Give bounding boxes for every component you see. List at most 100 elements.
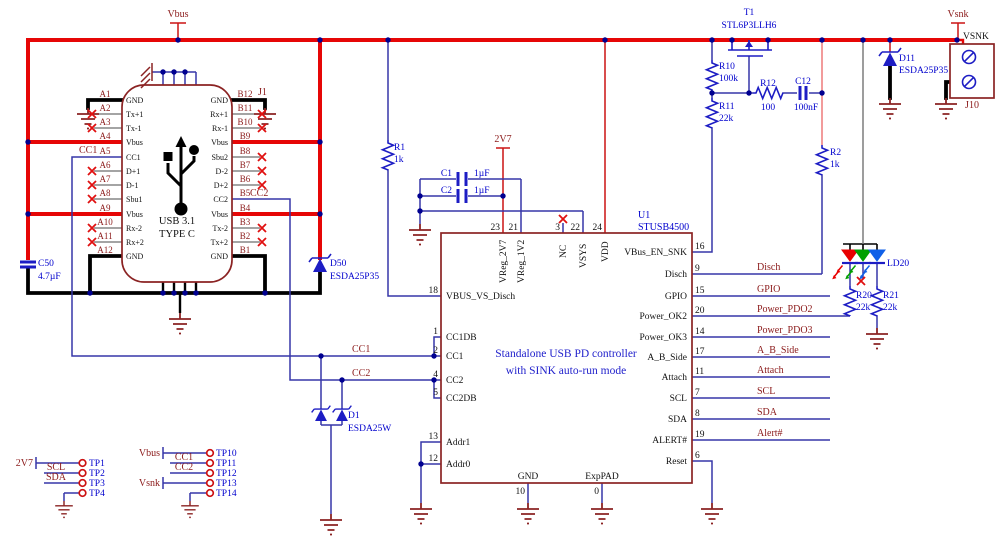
ic-description-2: with SINK auto-run mode [506, 365, 626, 377]
resistor-r11 [705, 97, 719, 129]
ic-stusb4500 [440, 232, 693, 484]
svg-text:Vbus: Vbus [211, 210, 228, 219]
svg-text:22k: 22k [719, 114, 734, 124]
svg-text:C1: C1 [441, 169, 452, 179]
power-flag-vsnk: Vsnk [947, 9, 968, 20]
svg-text:GND: GND [518, 472, 539, 482]
svg-text:TP13: TP13 [216, 479, 237, 489]
svg-text:17: 17 [695, 347, 705, 357]
svg-text:C50: C50 [38, 259, 54, 269]
svg-text:R21: R21 [883, 291, 899, 301]
svg-text:13: 13 [429, 432, 439, 442]
svg-text:9: 9 [695, 264, 700, 274]
svg-text:Rx+1: Rx+1 [210, 110, 228, 119]
connector-b-pin-names: GND Rx+1 Rx-1 Vbus Sbu2 D-2 D+2 CC2 Vbus… [210, 96, 228, 261]
svg-text:14: 14 [695, 327, 705, 337]
svg-text:R20: R20 [856, 291, 872, 301]
svg-text:Power_OK3: Power_OK3 [640, 333, 688, 343]
svg-text:B4: B4 [240, 203, 251, 213]
svg-text:22: 22 [571, 223, 581, 233]
svg-text:GND: GND [126, 96, 144, 105]
svg-text:A2: A2 [100, 103, 111, 113]
svg-text:Rx-2: Rx-2 [126, 224, 142, 233]
svg-text:CC2: CC2 [213, 195, 228, 204]
svg-text:Disch: Disch [665, 270, 687, 280]
ic-top-pins: 23 21 3 22 24 VReg_2V7 VReg_1V2 NC VSYS … [491, 223, 612, 283]
svg-text:LD20: LD20 [887, 259, 909, 269]
svg-text:A1: A1 [100, 89, 111, 99]
svg-text:T1: T1 [744, 8, 755, 18]
svg-text:SDA: SDA [757, 407, 778, 418]
svg-text:22k: 22k [883, 303, 898, 313]
svg-text:TP3: TP3 [89, 479, 105, 489]
svg-text:STL6P3LLH6: STL6P3LLH6 [722, 21, 777, 31]
ic-part-number: STUSB4500 [638, 222, 689, 233]
svg-text:R11: R11 [719, 102, 735, 112]
connector-designator: J1 [258, 87, 267, 98]
svg-text:B10: B10 [237, 117, 253, 127]
svg-text:GND: GND [211, 96, 229, 105]
power-flag-2v7: 2V7 [494, 134, 511, 145]
svg-text:Disch: Disch [757, 262, 780, 273]
svg-text:B6: B6 [240, 174, 251, 184]
svg-text:TP10: TP10 [216, 449, 237, 459]
usb-trident-icon [163, 136, 199, 216]
power-flag-vbus: Vbus [167, 9, 188, 20]
svg-text:CC1: CC1 [126, 153, 141, 162]
svg-text:Addr1: Addr1 [446, 438, 471, 448]
svg-text:NC: NC [559, 245, 569, 258]
svg-text:20: 20 [695, 306, 705, 316]
svg-text:GND: GND [211, 252, 229, 261]
svg-text:1µF: 1µF [474, 169, 490, 179]
svg-text:B11: B11 [238, 103, 253, 113]
svg-text:TP12: TP12 [216, 469, 237, 479]
usb-c-connector [121, 63, 233, 283]
svg-text:Vsnk: Vsnk [139, 478, 160, 489]
svg-text:D+1: D+1 [126, 167, 140, 176]
svg-text:SDA: SDA [46, 472, 67, 483]
svg-text:8: 8 [695, 409, 700, 419]
svg-text:VDD: VDD [601, 241, 611, 262]
svg-text:16: 16 [695, 242, 705, 252]
svg-text:6: 6 [695, 451, 700, 461]
svg-text:ExpPAD: ExpPAD [585, 472, 619, 482]
resistor-r20 [843, 285, 857, 317]
svg-text:ALERT#: ALERT# [652, 436, 687, 446]
resistor-r2 [815, 144, 829, 176]
svg-text:Attach: Attach [757, 365, 784, 376]
svg-text:B12: B12 [237, 89, 252, 99]
svg-text:TP11: TP11 [216, 459, 236, 469]
svg-text:CC1: CC1 [446, 352, 464, 362]
svg-text:A_B_Side: A_B_Side [647, 353, 687, 363]
ic-description-1: Standalone USB PD controller [495, 348, 637, 360]
ic-designator: U1 [638, 210, 650, 221]
svg-text:Sbu1: Sbu1 [126, 195, 142, 204]
svg-text:CC2: CC2 [446, 376, 464, 386]
svg-text:Addr0: Addr0 [446, 460, 471, 470]
svg-text:GPIO: GPIO [757, 284, 780, 295]
svg-text:VReg_2V7: VReg_2V7 [499, 239, 509, 283]
component-symbols [20, 40, 995, 498]
shield-ground-icon [140, 63, 153, 89]
svg-text:12: 12 [429, 454, 439, 464]
svg-text:1µF: 1µF [474, 186, 490, 196]
mosfet-t1 [728, 40, 772, 57]
svg-text:TP14: TP14 [216, 489, 237, 499]
svg-text:SCL: SCL [47, 462, 65, 473]
svg-text:VBus_EN_SNK: VBus_EN_SNK [624, 248, 687, 258]
svg-text:B9: B9 [240, 131, 251, 141]
svg-text:C12: C12 [795, 77, 811, 87]
power-wires-vbus [26, 22, 965, 260]
connector-b-designators: B12 B11 B10 B9 B8 B7 B6 B5 B4 B3 B2 B1 [237, 89, 253, 255]
svg-text:CC2: CC2 [352, 368, 370, 379]
svg-text:1k: 1k [394, 155, 404, 165]
test-points: 2V7 SCL SDA TP1 TP2 TP3 TP4 Vbus CC1 CC2… [16, 448, 237, 499]
svg-text:B5: B5 [240, 188, 251, 198]
svg-text:21: 21 [509, 223, 519, 233]
svg-text:D1: D1 [348, 411, 360, 421]
capacitor-c12 [798, 86, 808, 100]
svg-text:CC1: CC1 [79, 145, 97, 156]
svg-text:Tx+1: Tx+1 [126, 110, 143, 119]
